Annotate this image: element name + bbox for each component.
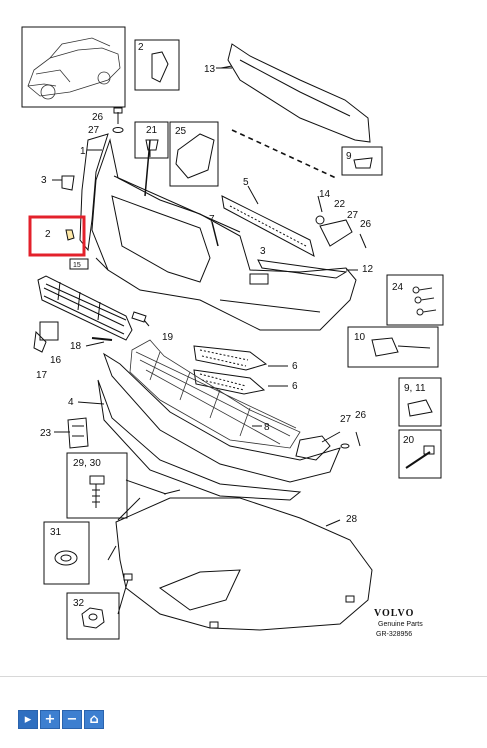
label-16: 16 (50, 355, 62, 366)
label-8: 8 (264, 422, 270, 433)
part-25-icon (175, 133, 215, 179)
label-25: 25 (175, 126, 187, 137)
label-23: 23 (40, 428, 52, 439)
label-2-highlighted: 2 (45, 229, 51, 240)
label-28: 28 (346, 514, 358, 525)
lower-spoiler-icon (97, 352, 341, 501)
label-27-right: 27 (347, 210, 359, 221)
part-2-box (134, 39, 180, 91)
highlight-box (28, 215, 86, 257)
lower-grille-icon (37, 275, 133, 341)
label-3-left: 3 (41, 175, 47, 186)
label-9-11: 9, 11 (404, 383, 426, 394)
label-12: 12 (362, 264, 374, 275)
bumper-cover-icon (91, 138, 357, 331)
car-thumbnail-frame (21, 26, 126, 108)
label-27-lower: 27 (340, 414, 352, 425)
part-22-icon (319, 219, 353, 247)
divider (0, 676, 487, 677)
label-9: 9 (346, 151, 352, 162)
part-28-undertray-icon (115, 497, 373, 631)
car-thumbnail-icon (27, 37, 121, 100)
label-24: 24 (392, 282, 404, 293)
zoom-out-icon[interactable]: − (62, 710, 82, 729)
label-5: 5 (243, 177, 249, 188)
label-6-upper: 6 (292, 361, 298, 372)
part-31-box (43, 521, 90, 585)
part-9-11-box (398, 377, 442, 427)
label-29-30: 29, 30 (73, 458, 101, 469)
label-26-lower: 26 (355, 410, 367, 421)
zoom-toolbar: ▸ + − ⌂ (18, 710, 104, 729)
label-1: 1 (80, 146, 86, 157)
genuine-parts: Genuine Parts (378, 621, 423, 628)
home-icon[interactable]: ⌂ (84, 710, 104, 729)
label-31: 31 (50, 527, 62, 538)
label-22: 22 (334, 199, 346, 210)
label-32: 32 (73, 598, 85, 609)
part-2-icon (151, 51, 169, 83)
part-6-lower-icon (193, 369, 266, 395)
label-17: 17 (36, 370, 48, 381)
part-6-upper-icon (193, 345, 268, 371)
label-2-top: 2 (138, 42, 144, 53)
label-4: 4 (68, 397, 74, 408)
part-13-icon (227, 43, 371, 143)
label-7: 7 (209, 214, 215, 225)
label-19: 19 (162, 332, 174, 343)
part-labels: 2 13 26 27 21 25 1 3 5 14 22 26 27 2 7 3… (36, 42, 426, 609)
part-10-box (347, 326, 439, 368)
label-14: 14 (319, 189, 331, 200)
label-6-lower: 6 (292, 381, 298, 392)
label-18: 18 (70, 341, 82, 352)
label-26-right: 26 (360, 219, 372, 230)
zoom-in-icon[interactable]: + (40, 710, 60, 729)
part-8-mesh-icon (129, 339, 301, 449)
parts-diagram: 2 13 26 27 21 25 1 3 5 14 22 26 27 2 7 3… (21, 26, 444, 640)
part-9-box (341, 146, 383, 176)
label-27-top: 27 (88, 125, 100, 136)
label-10: 10 (354, 332, 366, 343)
label-13: 13 (204, 64, 216, 75)
label-15: 15 (73, 262, 81, 269)
label-20: 20 (403, 435, 415, 446)
part-5-icon (221, 195, 315, 257)
part-29-30-box (66, 452, 128, 519)
label-26-top: 26 (92, 112, 104, 123)
part-21-icon (145, 139, 159, 157)
label-21: 21 (146, 125, 158, 136)
pointer-icon[interactable]: ▸ (18, 710, 38, 729)
volvo-brand: VOLVO (374, 608, 414, 619)
label-3-right: 3 (260, 246, 266, 257)
part-32-box (66, 592, 120, 640)
drawing-ref: GR-328956 (376, 631, 412, 638)
